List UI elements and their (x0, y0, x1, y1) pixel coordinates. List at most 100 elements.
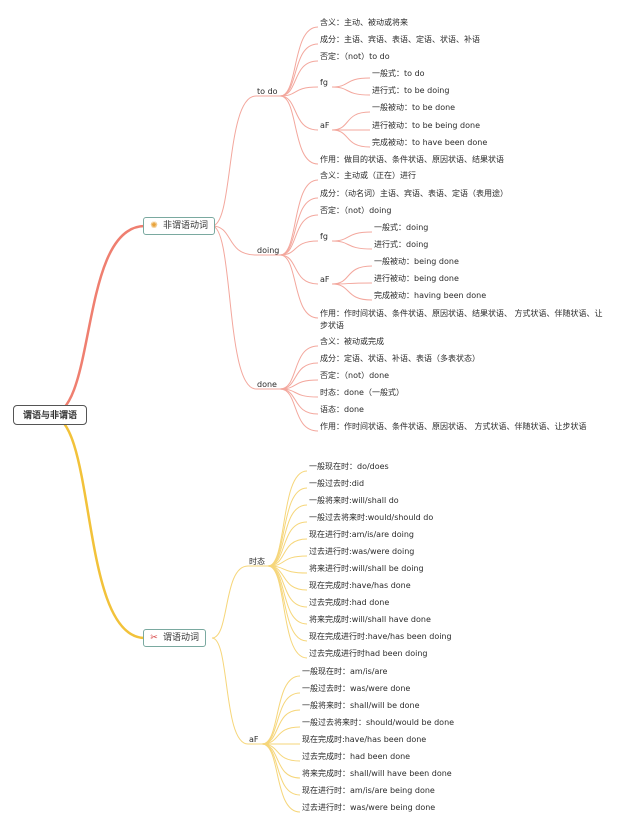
done-function[interactable]: 作用：作时间状语、条件状语、原因状语、 方式状语、伴随状语、让步状语 (320, 422, 587, 431)
done-negation[interactable]: 否定：（not）done (320, 371, 390, 380)
doing-af[interactable]: aF (320, 275, 330, 284)
tense-item[interactable]: 一般将来时:will/shall do (309, 496, 399, 505)
tense-item[interactable]: 将来进行时:will/shall be doing (309, 564, 424, 573)
doing-af-general-passive[interactable]: 一般被动：being done (374, 257, 459, 266)
branch-finite-label: 谓语动词 (163, 633, 200, 643)
todo-negation[interactable]: 否定：（not）to do (320, 52, 390, 61)
af-item[interactable]: 现在完成时:have/has been done (302, 735, 427, 744)
nonfinite-to-done-link (211, 225, 257, 390)
done-child-link (279, 388, 319, 415)
tense-item[interactable]: 现在完成进行时:have/has been doing (309, 632, 452, 641)
doing-function[interactable]: 作用：作时间状语、条件状语、原因状语、结果状语、 方式状语、伴随状语、让步状语 (320, 309, 603, 330)
done-voice[interactable]: 语态：done (320, 405, 364, 414)
tense-item[interactable]: 一般现在时：do/does (309, 462, 389, 471)
done-component[interactable]: 成分：定语、状语、补语、表语（多表状态） (320, 354, 480, 363)
af-item[interactable]: 过去进行时：was/were being done (302, 803, 436, 812)
todo-fg-general[interactable]: 一般式：to do (372, 69, 425, 78)
doing-af-perfect-passive[interactable]: 完成被动：having been done (374, 291, 487, 300)
todo-af-perfect-passive[interactable]: 完成被动：to have been done (372, 138, 488, 147)
tools-icon: ✂ (150, 633, 158, 643)
tense-item[interactable]: 一般过去将来时:would/should do (309, 513, 434, 522)
doing-child-link (279, 254, 319, 285)
tense-item[interactable]: 现在进行时:am/is/are doing (309, 530, 414, 539)
todo-function[interactable]: 作用：做目的状语、条件状语、原因状语、结果状语 (320, 155, 504, 164)
todo-af-general-passive[interactable]: 一般被动：to be done (372, 103, 456, 112)
tense-child-link (267, 565, 308, 608)
doing-child-link (279, 214, 319, 256)
af-item[interactable]: 一般过去将来时：should/would be done (302, 718, 455, 727)
branch-finite-node[interactable]: ✂ 谓语动词 (143, 629, 207, 647)
tense-child-link (267, 470, 308, 567)
todo-child-link (279, 86, 319, 97)
nonfinite-to-todo-link (211, 95, 257, 227)
todo-af-child-link (331, 129, 371, 148)
af-child-link (261, 709, 301, 745)
doing-child-link (279, 197, 319, 256)
tense-item[interactable]: 一般过去时:did (309, 479, 365, 488)
tense-item[interactable]: 过去完成时:had done (309, 598, 390, 607)
tense-item[interactable]: 将来完成时:will/shall have done (309, 615, 431, 624)
tense-item[interactable]: 过去进行时:was/were doing (309, 547, 415, 556)
todo-fg-child-link (331, 77, 371, 88)
tense-child-link (267, 538, 308, 567)
todo-child-link (279, 60, 319, 97)
doing-child-link (279, 254, 319, 319)
af-item[interactable]: 现在进行时：am/is/are being done (302, 786, 435, 795)
doing-child-link (279, 179, 319, 256)
done-tense[interactable]: 时态：done（一般式） (320, 388, 404, 397)
root-to-nonfinite-link (49, 224, 146, 417)
doing-fg-child-link (331, 240, 373, 250)
todo-fg[interactable]: fg (320, 78, 328, 87)
af-item[interactable]: 将来完成时：shall/will have been done (302, 769, 452, 778)
done-meaning[interactable]: 含义：被动或完成 (320, 337, 384, 346)
group-tense-label[interactable]: 时态 (249, 557, 265, 566)
todo-af[interactable]: aF (320, 121, 330, 130)
af-child-link (261, 675, 301, 745)
doing-fg[interactable]: fg (320, 232, 328, 241)
group-doing-label[interactable]: doing (257, 246, 280, 255)
lightbulb-icon: ✺ (150, 221, 158, 231)
root-node[interactable]: 谓语与非谓语 (13, 405, 87, 425)
branch-nonfinite-label: 非谓语动词 (163, 221, 209, 231)
branch-nonfinite-node[interactable]: ✺ 非谓语动词 (143, 217, 216, 235)
group-af-label[interactable]: aF (249, 735, 259, 744)
doing-af-progressive-passive[interactable]: 进行被动：being done (374, 274, 459, 283)
tense-item[interactable]: 现在完成时:have/has done (309, 581, 411, 590)
tense-child-link (267, 565, 308, 659)
doing-fg-general[interactable]: 一般式：doing (374, 223, 429, 232)
todo-fg-child-link (331, 86, 371, 96)
doing-meaning[interactable]: 含义：主动或（正在）进行 (320, 171, 416, 180)
doing-af-child-link (331, 283, 373, 301)
tense-child-link (267, 504, 308, 567)
todo-af-child-link (331, 111, 371, 131)
af-item[interactable]: 一般将来时：shall/will be done (302, 701, 420, 710)
group-done-label[interactable]: done (257, 380, 277, 389)
doing-fg-progressive[interactable]: 进行式：doing (374, 240, 429, 249)
doing-af-child-link (331, 265, 373, 285)
finite-to-af-link (211, 637, 249, 745)
group-todo-label[interactable]: to do (257, 87, 278, 96)
tense-item[interactable]: 过去完成进行时had been doing (309, 649, 428, 658)
nonfinite-to-doing-link (211, 225, 257, 256)
af-item[interactable]: 一般现在时：am/is/are (302, 667, 388, 676)
todo-fg-progressive[interactable]: 进行式：to be doing (372, 86, 450, 95)
doing-fg-child-link (331, 231, 373, 242)
todo-component[interactable]: 成分：主语、宾语、表语、定语、状语、补语 (320, 35, 480, 44)
todo-child-link (279, 95, 319, 165)
todo-af-progressive-passive[interactable]: 进行被动：to be being done (372, 121, 480, 130)
af-item[interactable]: 一般过去时：was/were done (302, 684, 411, 693)
doing-negation[interactable]: 否定：（not）doing (320, 206, 392, 215)
todo-child-link (279, 95, 319, 131)
todo-meaning[interactable]: 含义：主动、被动或将来 (320, 18, 408, 27)
doing-component[interactable]: 成分：（动名词）主语、宾语、表语、定语（表用途） (320, 189, 508, 198)
finite-to-tense-link (211, 565, 249, 639)
doing-child-link (279, 240, 319, 256)
done-child-link (279, 388, 319, 432)
tense-child-link (267, 487, 308, 567)
af-child-link (261, 743, 301, 813)
af-item[interactable]: 过去完成时：had been done (302, 752, 411, 761)
todo-child-link (279, 26, 319, 97)
done-child-link (279, 362, 319, 390)
root-to-finite-link (49, 413, 146, 640)
